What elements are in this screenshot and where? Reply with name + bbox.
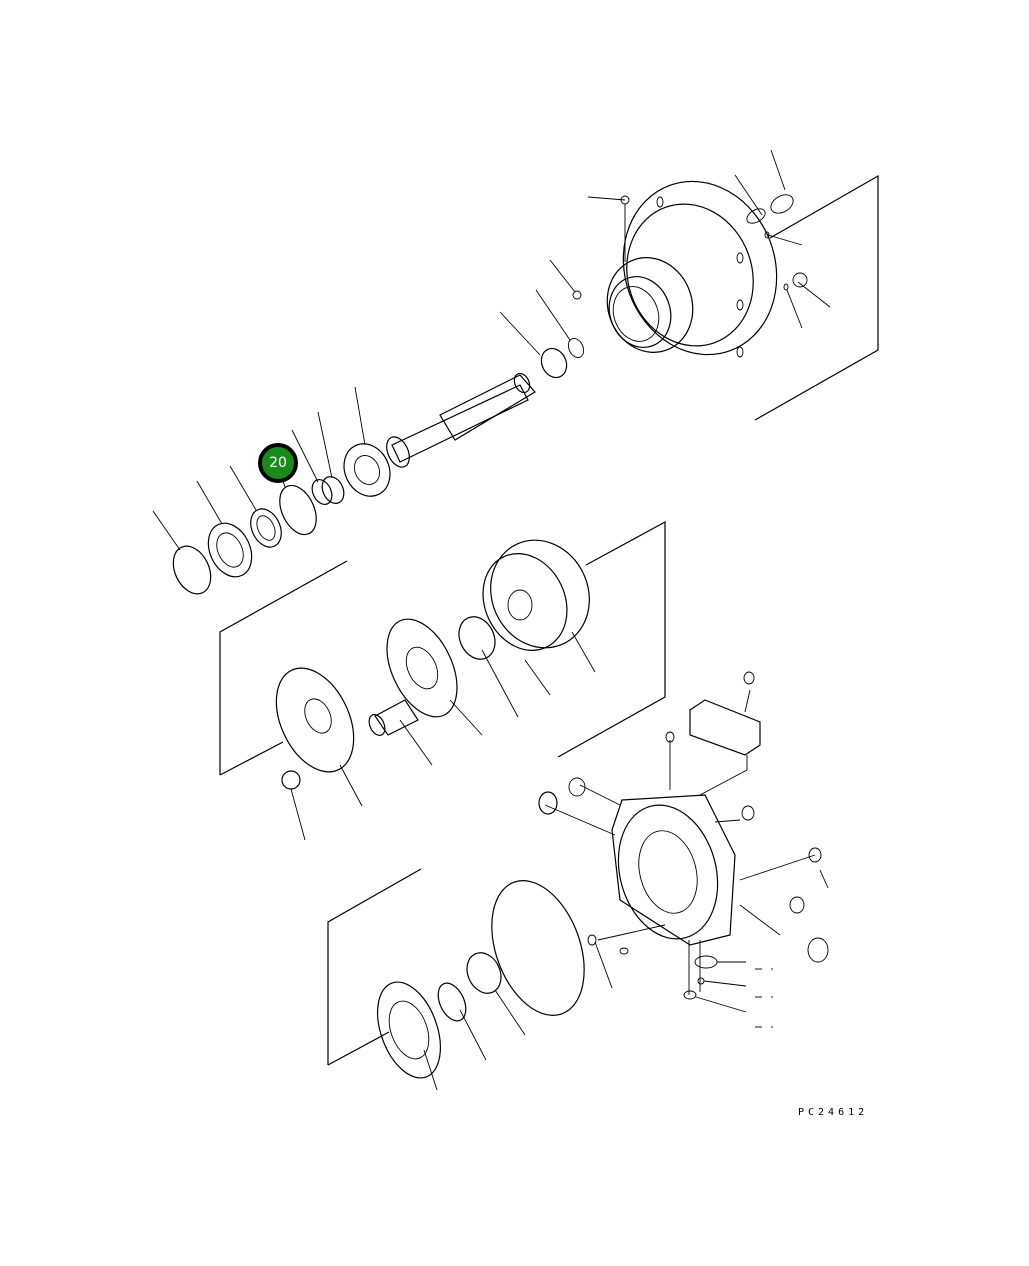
flange-housing <box>499 149 879 421</box>
valve-body-group <box>538 671 829 1028</box>
drawing-code: PC24612 <box>798 1107 869 1118</box>
shaft-assembly <box>152 372 536 595</box>
callout-label: 20 <box>269 455 287 471</box>
valve-plate-group <box>327 868 666 1091</box>
callout-badge-20[interactable]: 20 <box>258 443 298 483</box>
cylinder-block-group <box>219 520 666 841</box>
